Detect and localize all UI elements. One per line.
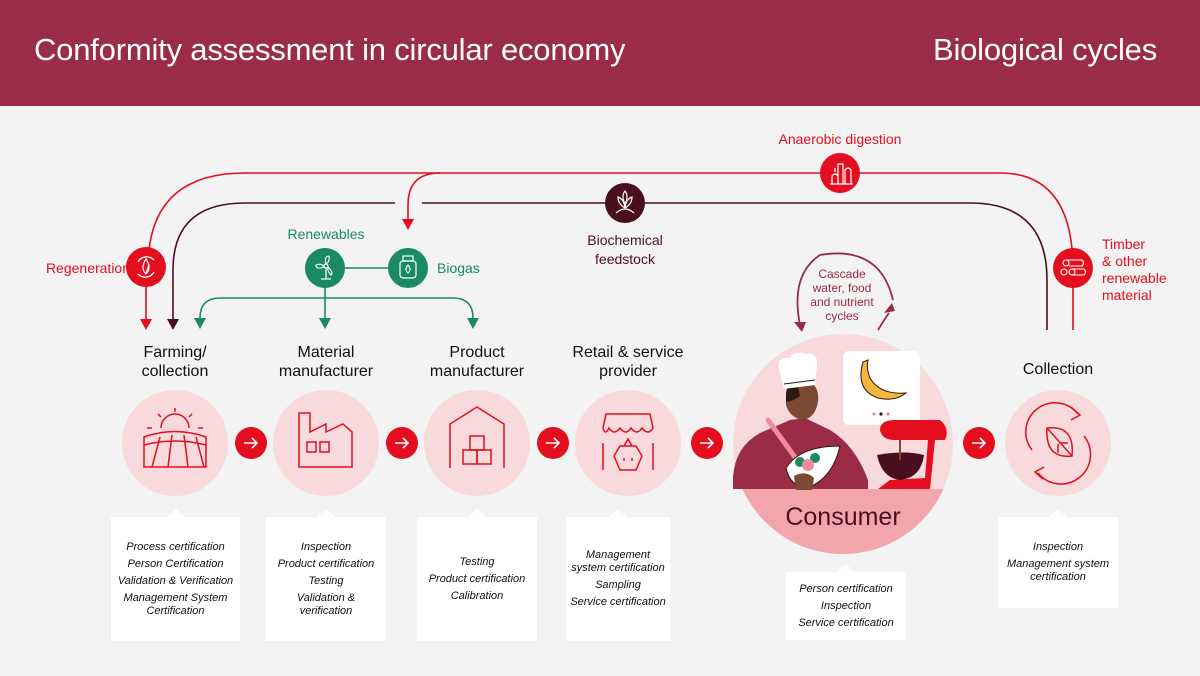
logs-icon — [1053, 248, 1093, 288]
services-card-consumer: Person certification Inspection Service … — [786, 564, 906, 640]
cascade-label-line: water, food — [812, 281, 872, 295]
service-item: Inspection — [1032, 541, 1084, 553]
cascade-label-line: Cascade — [818, 267, 866, 281]
service-item: Person certification — [799, 582, 893, 595]
timber-label: Timber & other renewable material — [1102, 236, 1167, 304]
cascade-loop-right-arrow — [819, 252, 894, 301]
stage-label-line: Farming/ — [143, 344, 207, 361]
stage-circle-product — [424, 390, 530, 496]
stage-label-material: Material manufacturer — [251, 343, 401, 381]
stage-label-line: manufacturer — [429, 363, 525, 380]
flow-arrow-5 — [963, 427, 995, 459]
services-card-material: Inspection Product certification Testing… — [266, 509, 386, 641]
cascade-loop-right-arrowhead — [884, 303, 895, 313]
timber-label-line: material — [1102, 287, 1152, 303]
service-item: Inspection — [820, 599, 872, 612]
biochemical-label-line: Biochemical — [587, 232, 663, 248]
cascade-label-line: and nutrient — [810, 295, 874, 309]
services-card-product: Testing Product certification Calibratio… — [417, 509, 537, 641]
biochemical-loop-line — [172, 202, 1048, 330]
stage-circle-retail — [575, 390, 681, 496]
biochemical-arrowhead — [167, 319, 179, 330]
farm-field-sun-icon — [143, 408, 207, 468]
service-item: Testing — [459, 555, 495, 568]
cascade-loop-left-arrowhead — [794, 322, 806, 332]
timber-label-line: renewable — [1102, 270, 1167, 286]
service-item: Testing — [308, 574, 344, 587]
stage-circle-collection — [1005, 390, 1111, 496]
stage-circle-material — [273, 390, 379, 496]
services-card-farming: Process certification Person Certificati… — [111, 509, 240, 641]
cascade-loop-left-arrow — [796, 254, 821, 326]
renewables-label: Renewables — [287, 226, 365, 242]
gas-cylinder-icon — [388, 248, 428, 288]
stage-label-line: collection — [141, 363, 209, 380]
renewables-arrowhead-product — [467, 318, 479, 329]
renewables-arrowhead-material — [319, 318, 331, 329]
biochemical-feedstock-label: Biochemical feedstock — [565, 231, 685, 269]
service-item: Calibration — [450, 589, 504, 602]
stage-label-retail: Retail & service provider — [553, 343, 703, 381]
service-item: Process certification — [126, 540, 225, 553]
leaf-recycle-icon — [1025, 402, 1092, 485]
stage-label-consumer: Consumer — [785, 503, 901, 531]
stage-label-collection: Collection — [1022, 361, 1094, 378]
header-bar: Conformity assessment in circular econom… — [0, 0, 1200, 106]
renewables-distribution-line — [199, 297, 474, 319]
anaerobic-branch-arrowhead — [402, 219, 414, 230]
service-item: Sampling — [595, 579, 641, 591]
sprout-icon — [605, 183, 645, 223]
service-item: Validation & verification — [296, 591, 356, 617]
service-item: Product certification — [277, 557, 375, 570]
factory-icon — [298, 412, 353, 468]
service-item: Service certification — [798, 616, 894, 629]
stage-label-line: Product — [449, 344, 505, 361]
service-item: Management System Certification — [123, 591, 228, 617]
biochemical-label-line: feedstock — [595, 251, 655, 267]
cascade-label-line: cycles — [825, 309, 859, 323]
cascade-label: Cascade water, food and nutrient cycles — [797, 267, 887, 323]
stage-circle-farming — [122, 390, 228, 496]
anaerobic-branch-line — [407, 172, 441, 220]
chef-cooking-illustration — [733, 351, 947, 490]
anaerobic-digestion-label: Anaerobic digestion — [778, 131, 902, 147]
service-item: Management system certification — [571, 549, 665, 574]
cascade-return-arrow — [877, 312, 890, 331]
stage-label-line: Material — [297, 344, 355, 361]
stage-label-line: Retail & service — [572, 344, 684, 361]
service-item: Product certification — [428, 572, 526, 585]
timber-label-line: & other — [1102, 253, 1148, 269]
stage-label-line: provider — [599, 363, 657, 380]
timber-label-line: Timber — [1102, 236, 1146, 252]
stage-label-farming: Farming/ collection — [100, 343, 250, 381]
regeneration-label: Regeneration — [45, 260, 130, 276]
regeneration-icon — [126, 247, 166, 287]
service-item: Person Certification — [127, 557, 224, 570]
shop-basket-icon — [602, 413, 654, 471]
digester-plant-icon — [820, 153, 860, 193]
flow-arrow-1 — [235, 427, 267, 459]
warehouse-boxes-icon — [449, 406, 505, 468]
services-card-collection: Inspection Management system certificati… — [998, 509, 1118, 608]
services-card-retail: Management system certification Sampling… — [566, 509, 670, 641]
flow-arrow-4 — [691, 427, 723, 459]
stage-label-line: manufacturer — [278, 363, 374, 380]
renewables-arrowhead-farming — [194, 318, 206, 329]
service-item: Service certification — [570, 596, 666, 608]
service-item: Management system certification — [1006, 558, 1110, 583]
page-title: Conformity assessment in circular econom… — [34, 32, 626, 67]
regeneration-arrowhead — [140, 319, 152, 330]
page-subtitle: Biological cycles — [932, 32, 1157, 67]
service-item: Validation & Verification — [117, 574, 234, 587]
wind-turbine-icon — [305, 248, 345, 288]
stage-label-product: Product manufacturer — [402, 343, 552, 381]
flow-arrow-2 — [386, 427, 418, 459]
flow-arrow-3 — [537, 427, 569, 459]
anaerobic-loop-line — [147, 172, 1074, 330]
service-item: Inspection — [300, 540, 352, 553]
biogas-label: Biogas — [437, 260, 480, 276]
